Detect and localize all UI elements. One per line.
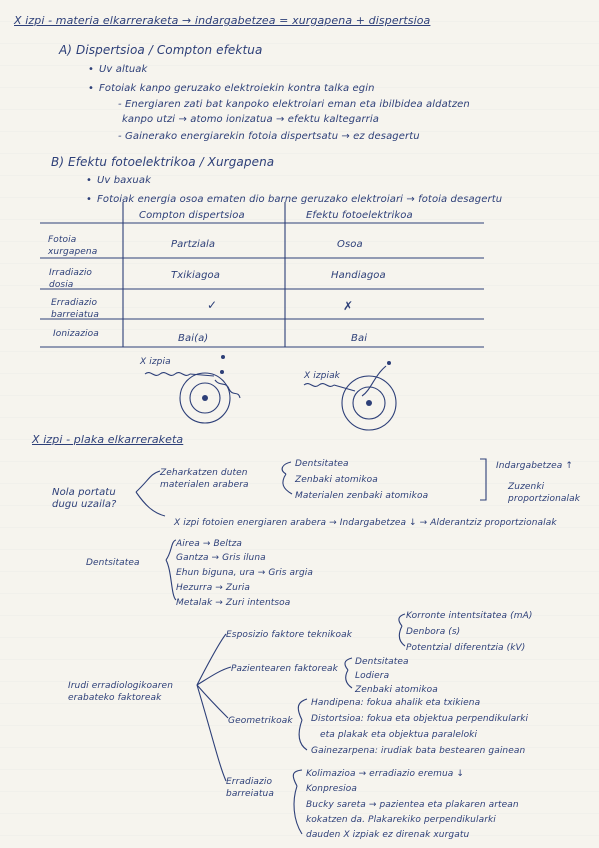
brace-line	[135, 470, 161, 493]
section-b-bullet-2: Fotoiak energia osoa ematen dio barne ge…	[86, 194, 502, 206]
density-item-4: Hezurra → Zuria	[176, 583, 250, 593]
tree-branch-2-item-1: Dentsitatea	[355, 657, 409, 667]
ejected-electron-track	[361, 365, 387, 397]
inner-orbit	[189, 382, 221, 414]
tree-branch-4: Erradiazio barreiatua	[226, 777, 274, 799]
tree-branch-3-item-3: eta plakak eta objektua paraleloki	[320, 730, 478, 740]
left-xray-label: X izpia	[140, 357, 171, 367]
density-brace	[165, 559, 177, 601]
tree-subbrace	[345, 669, 353, 689]
tree-subbrace	[398, 625, 406, 647]
tree-branch-4-item-2: Konpresioa	[306, 784, 357, 794]
inner-orbit	[352, 386, 386, 420]
tree-branch-1-item-3: Potentzial diferentzia (kV)	[406, 643, 526, 653]
table-row-1-photo: Osoa	[337, 239, 363, 250]
tree-branch-1-item-2: Denbora (s)	[406, 627, 461, 637]
outer-orbit	[179, 372, 231, 424]
density-item-2: Gantza → Gris iluna	[176, 553, 266, 563]
density-heading: Dentsitatea	[86, 558, 140, 568]
branch2-label: X izpi fotoien energiaren arabera → Inda…	[174, 518, 557, 528]
tree-subbrace	[292, 769, 303, 787]
table-header-photo: Efektu fotoelektrikoa	[306, 210, 413, 221]
tree-subbrace	[398, 613, 406, 627]
table-row-3-label: Erradiazio barreiatua	[51, 298, 99, 320]
brace-line	[282, 473, 293, 495]
section-a-heading: A) Dispertsioa / Compton efektua	[59, 43, 263, 57]
incoming-xray-arrow	[189, 373, 215, 377]
table-row-4-photo: Bai	[351, 333, 368, 344]
radiation-title: X izpi - materia elkarreraketa → indarga…	[14, 14, 431, 27]
tree-branch-4-item-3: Bucky sareta → pazientea eta plakaren ar…	[306, 800, 519, 810]
scattered-photon	[214, 379, 241, 399]
table-row-1-label: Fotoia xurgapena	[48, 235, 98, 257]
incoming-xray-wave	[144, 372, 191, 376]
table-row-1-compton: Partziala	[171, 239, 216, 250]
tree-branch-4-item-1: Kolimazioa → erradiazio eremua ↓	[306, 769, 465, 779]
section-a-bullet-2: Fotoiak kanpo geruzako elektroiekin kont…	[88, 83, 375, 95]
tree-brace	[196, 684, 227, 782]
section-a-line-4: kanpo utzi → atomo ionizatua → efektu ka…	[122, 114, 379, 125]
outer-orbit	[341, 375, 397, 431]
plane-question: Nola portatu dugu uzaila?	[52, 487, 117, 510]
nucleus	[366, 400, 372, 406]
section-b-bullet-1: Uv baxuak	[86, 175, 151, 187]
incoming-xray-arrow	[333, 384, 356, 392]
table-row-2-photo: Handiagoa	[331, 270, 386, 281]
table-row-4-label: Ionizazioa	[53, 329, 99, 339]
tree-subbrace	[298, 719, 308, 751]
tree-branch-2-item-3: Zenbaki atomikoa	[355, 685, 438, 695]
branch1-note-1: Indargabetzea ↑	[496, 461, 573, 471]
nucleus	[202, 395, 208, 401]
tree-branch-1: Esposizio faktore teknikoak	[226, 630, 353, 640]
plane-title: X izpi - plaka elkarreraketa	[32, 433, 184, 446]
section-a-bullet-1: Uv altuak	[88, 64, 147, 76]
branch1-item-1: Dentsitatea	[295, 459, 349, 469]
tree-brace	[196, 633, 227, 686]
density-brace	[165, 539, 177, 561]
tree-branch-4-item-4: kokatzen da. Plakarekiko perpendikularki	[306, 815, 496, 825]
table-row-3-compton: ✓	[207, 298, 218, 312]
ejected-electron	[387, 361, 391, 365]
branch1-note-2: Zuzenki proportzionalak	[508, 482, 581, 504]
density-item-1: Airea → Beltza	[176, 539, 243, 549]
ejected-electron	[220, 370, 224, 374]
section-a-line-3: - Energiaren zati bat kanpoko elektroiar…	[118, 99, 470, 110]
right-bracket	[480, 458, 487, 501]
section-a-line-5: - Gainerako energiarekin fotoia disperts…	[118, 131, 420, 142]
tree-brace	[196, 666, 232, 686]
branch1-item-2: Zenbaki atomikoa	[295, 475, 378, 485]
table-header-compton: Compton dispertsioa	[139, 210, 245, 221]
tree-branch-3-item-4: Gainezarpena: irudiak bata bestearen gai…	[311, 746, 526, 756]
section-b-heading: B) Efektu fotoelektrikoa / Xurgapena	[51, 155, 275, 169]
brace-line	[281, 461, 292, 475]
tree-root: Irudi erradiologikoaren erabateko faktor…	[68, 681, 173, 703]
photoelectric-diagram	[303, 361, 397, 431]
tree-branch-2-item-2: Lodiera	[355, 671, 390, 681]
tree-branch-3-item-2: Distortsioa: fokua eta objektua perpendi…	[311, 714, 529, 724]
tree-branch-3: Geometrikoak	[228, 716, 293, 726]
table-row-2-compton: Txikiagoa	[171, 270, 220, 281]
branch1-item-3: Materialen zenbaki atomikoa	[295, 491, 429, 501]
compton-diagram	[144, 355, 241, 424]
tree-branch-3-item-1: Handipena: fokua ahalik eta txikiena	[311, 698, 481, 708]
tree-subbrace	[297, 698, 308, 721]
tree-branch-4-item-5: dauden X izpiak ez direnak xurgatu	[306, 830, 470, 840]
tree-branch-1-item-1: Korronte intentsitatea (mA)	[406, 611, 533, 621]
table-row-4-compton: Bai(a)	[178, 333, 209, 344]
right-xray-label: X izpiak	[304, 371, 340, 381]
table-row-2-label: Irradiazio dosia	[49, 268, 93, 290]
tree-branch-2: Pazientearen faktoreak	[231, 664, 338, 674]
tree-subbrace	[293, 785, 303, 835]
incoming-xray-wave	[303, 383, 335, 387]
scatter-dot	[221, 355, 225, 359]
tree-brace	[196, 684, 229, 719]
table-row-3-photo: ✗	[343, 299, 354, 313]
density-item-3: Ehun biguna, ura → Gris argia	[176, 568, 313, 578]
branch1-label: Zeharkatzen duten materialen arabera	[160, 468, 249, 490]
density-item-5: Metalak → Zuri intentsoa	[176, 598, 291, 608]
tree-subbrace	[344, 657, 353, 671]
brace-line	[135, 491, 166, 517]
